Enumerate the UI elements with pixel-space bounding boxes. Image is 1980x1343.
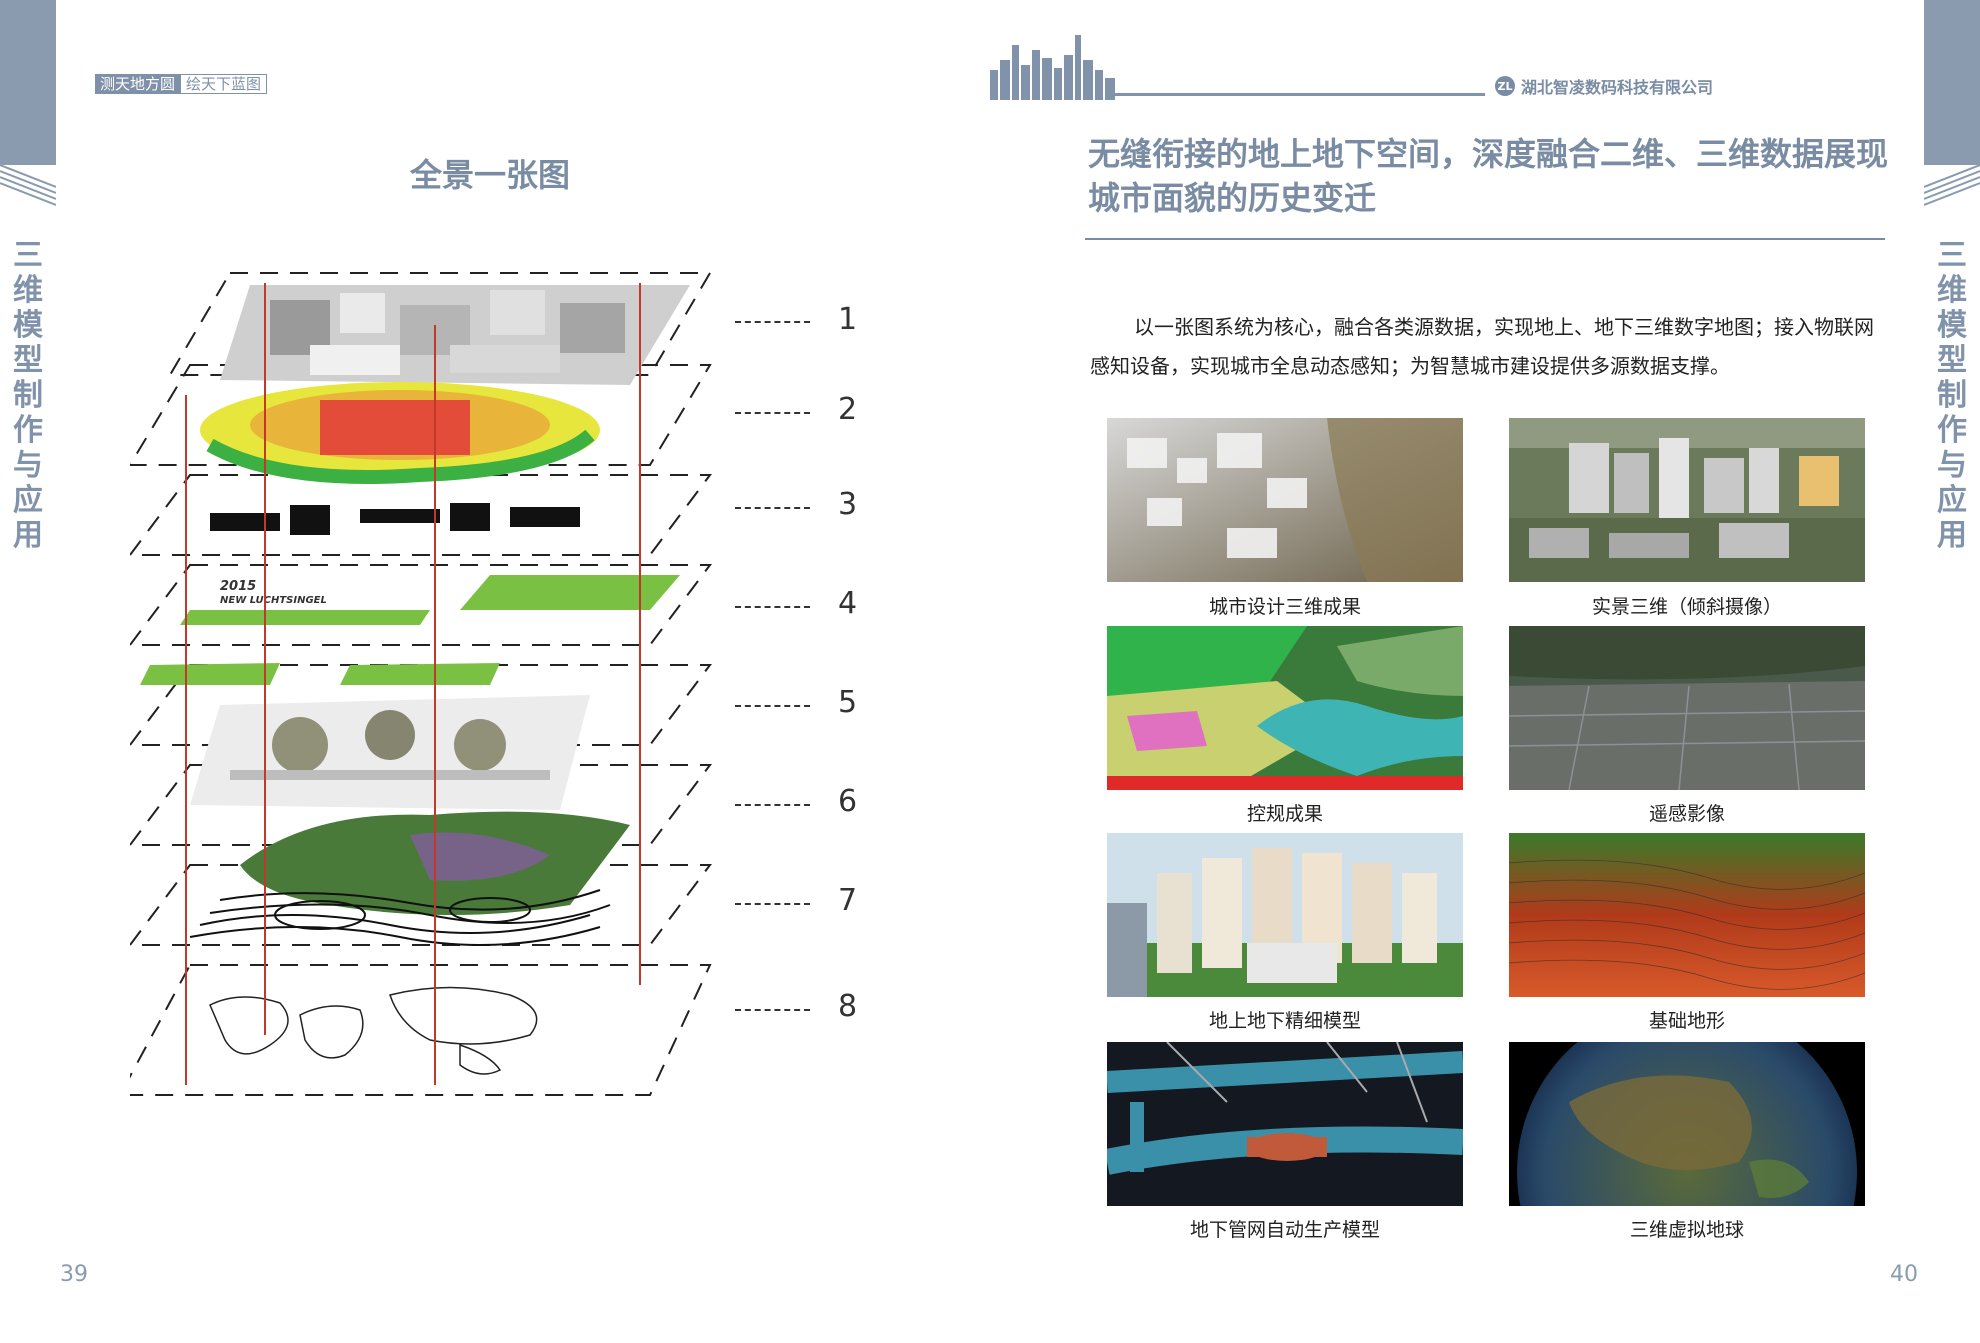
layer-number-5: 5 <box>838 685 858 720</box>
layer-5-site-plan <box>190 695 590 810</box>
image-oblique-photography <box>1509 418 1865 582</box>
left-side-stripes <box>0 165 56 206</box>
company-logo-icon: ZL <box>1495 76 1515 96</box>
right-side-title: 三维模型制作与应用 <box>1937 238 1967 553</box>
skyline-graphic <box>990 35 1485 100</box>
layer-frame-1 <box>168 272 712 376</box>
image-remote-sensing <box>1509 626 1865 790</box>
caption-pipeline-model: 地下管网自动生产模型 <box>1189 1219 1380 1241</box>
header-tagline: 测天地方圆 绘天下蓝图 <box>95 74 268 94</box>
image-urban-design-3d <box>1107 418 1463 582</box>
caption-urban-design-3d: 城市设计三维成果 <box>1208 596 1361 618</box>
layer-dash-5 <box>735 705 810 707</box>
layer-3-footprints <box>210 503 580 535</box>
page-title: 全景一张图 <box>409 156 570 194</box>
image-virtual-globe <box>1509 1042 1865 1206</box>
right-side-band <box>1924 0 1980 165</box>
intro-paragraph: 以一张图系统为核心，融合各类源数据，实现地上、地下三维数字地图；接入物联网感知设… <box>1090 315 1874 378</box>
caption-remote-sensing: 遥感影像 <box>1648 803 1725 825</box>
layer-number-1: 1 <box>838 302 858 337</box>
layer-dash-3 <box>735 507 810 509</box>
caption-oblique-photography: 实景三维（倾斜摄像） <box>1591 596 1782 618</box>
layer-1-buildings <box>220 285 690 385</box>
layer-4-label-year: 2015 <box>220 579 256 594</box>
layer-dash-1 <box>735 321 810 323</box>
page-number-left: 39 <box>60 1262 88 1287</box>
caption-regulatory-plan: 控规成果 <box>1246 803 1323 825</box>
layer-number-3: 3 <box>838 487 858 522</box>
company-name: 湖北智凌数码科技有限公司 <box>1521 78 1714 97</box>
right-side-stripes <box>1924 165 1980 206</box>
layer-dash-6 <box>735 804 810 806</box>
left-side-title: 三维模型制作与应用 <box>13 238 43 553</box>
left-side-band <box>0 0 56 165</box>
layer-8-world-outline <box>209 986 538 1075</box>
tagline-part-a: 测天地方圆 <box>95 74 181 94</box>
layer-stack-diagram: 2015 NEW LUCHTSINGEL <box>130 272 712 1096</box>
image-fine-model <box>1107 833 1463 997</box>
page-number-right: 40 <box>1890 1262 1918 1287</box>
caption-virtual-globe: 三维虚拟地球 <box>1629 1219 1744 1241</box>
layer-dash-4 <box>735 606 810 608</box>
layer-number-7: 7 <box>838 883 858 918</box>
layer-number-4: 4 <box>838 586 858 621</box>
layer-dash-7 <box>735 903 810 905</box>
tagline-part-b: 绘天下蓝图 <box>180 74 268 94</box>
company-header: ZL 湖北智凌数码科技有限公司 <box>1495 74 1713 98</box>
heading-rule <box>1085 238 1885 240</box>
layer-number-8: 8 <box>838 989 858 1024</box>
layer-frame-3 <box>130 474 712 556</box>
layer-number-6: 6 <box>838 784 858 819</box>
image-base-terrain <box>1509 833 1865 997</box>
image-pipeline-model <box>1107 1042 1463 1206</box>
layer-4-green-strips: 2015 NEW LUCHTSINGEL <box>140 575 680 685</box>
layer-frame-5 <box>130 664 712 746</box>
layer-dash-2 <box>735 412 810 414</box>
layer-frame-4 <box>130 564 712 646</box>
layer-7-contours <box>189 889 611 946</box>
caption-base-terrain: 基础地形 <box>1648 1010 1725 1032</box>
layer-4-label-name: NEW LUCHTSINGEL <box>220 595 327 606</box>
caption-fine-model: 地上地下精细模型 <box>1208 1010 1361 1032</box>
layer-dash-8 <box>735 1009 810 1011</box>
layer-2-zoning-map <box>200 382 600 484</box>
image-regulatory-plan <box>1107 626 1463 790</box>
section-heading: 无缝衔接的地上地下空间，深度融合二维、三维数据展现城市面貌的历史变迁 <box>1088 135 1889 217</box>
layer-number-2: 2 <box>838 392 858 427</box>
layer-frame-8 <box>130 964 712 1096</box>
